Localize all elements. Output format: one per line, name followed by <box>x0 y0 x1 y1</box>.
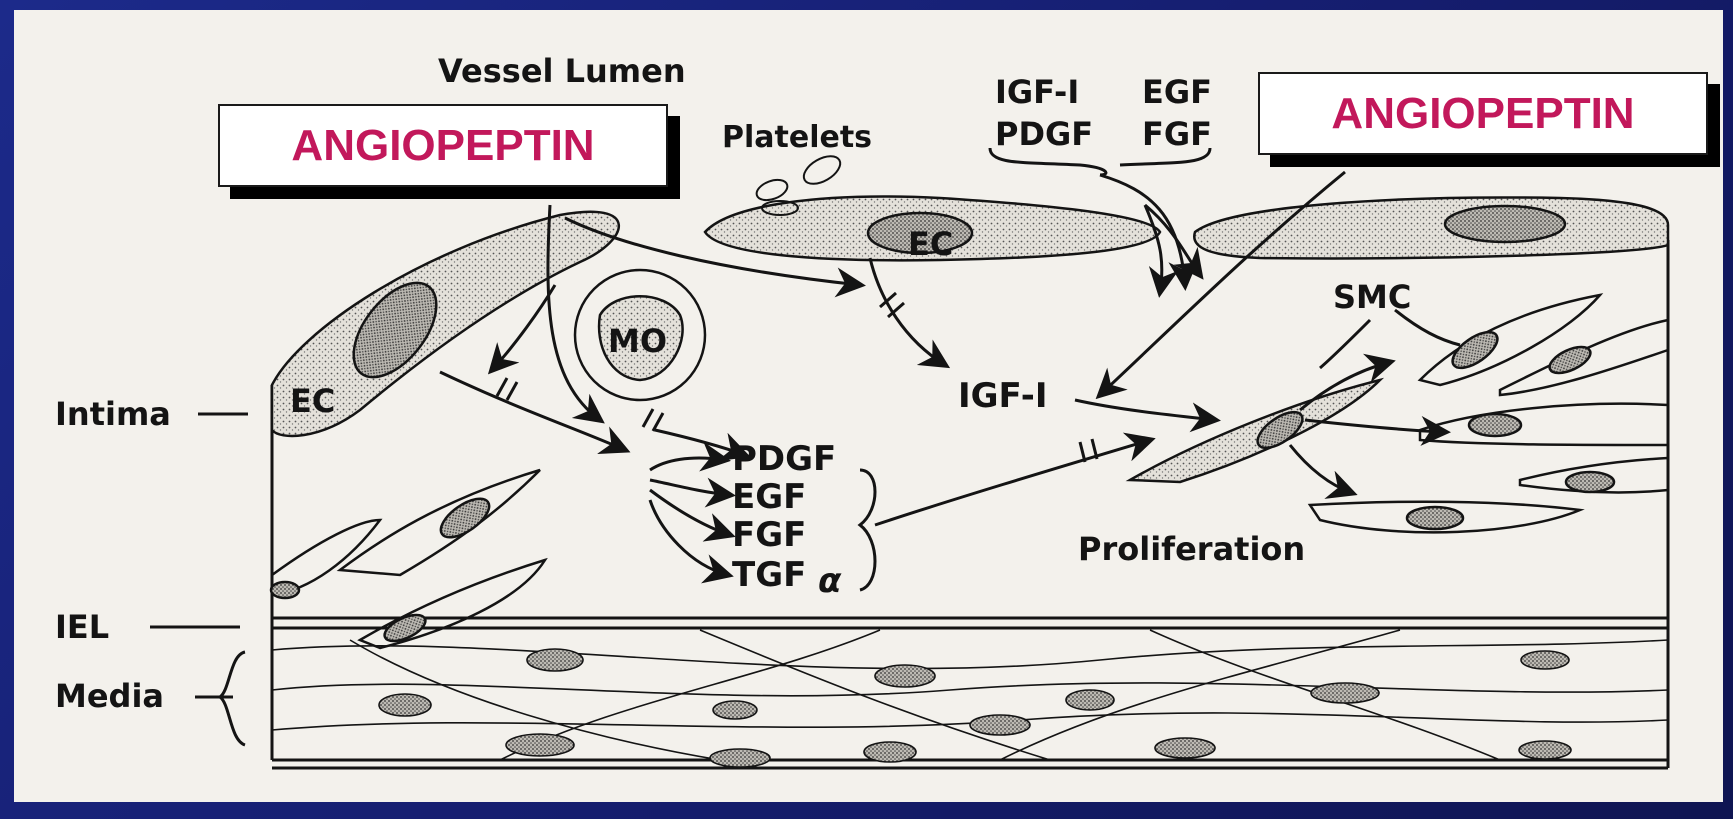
angiopeptin-callout-right: ANGIOPEPTIN <box>1258 72 1708 155</box>
angiopeptin-label-right: ANGIOPEPTIN <box>1331 89 1634 139</box>
smc-label: SMC <box>1333 278 1411 316</box>
pdgf-factor-label: PDGF <box>732 439 836 479</box>
egf-factor-label: EGF <box>732 477 806 517</box>
mo-label: MO <box>608 322 667 360</box>
intima-smc-left <box>271 470 545 648</box>
alpha-symbol: α <box>818 561 842 601</box>
vessel-lumen-label: Vessel Lumen <box>438 52 686 90</box>
tgf-factor-label: TGF <box>732 555 806 595</box>
egf-top-label: EGF <box>1142 73 1212 111</box>
angiopeptin-callout-left: ANGIOPEPTIN <box>218 104 668 187</box>
media-nuclei <box>379 649 1571 767</box>
iel-label: IEL <box>55 608 109 646</box>
angiopeptin-label-left: ANGIOPEPTIN <box>291 121 594 171</box>
media-label: Media <box>55 677 164 715</box>
platelets-label: Platelets <box>722 120 872 155</box>
ec-left-label: EC <box>290 382 335 420</box>
pdgf-top-label: PDGF <box>995 115 1093 153</box>
ec-top-label: EC <box>908 225 953 263</box>
igf1-mid-label: IGF-I <box>958 376 1048 416</box>
fgf-top-label: FGF <box>1142 115 1212 153</box>
proliferating-smc <box>1130 295 1668 532</box>
igf1-top-label: IGF-I <box>995 73 1079 111</box>
media-cells <box>272 630 1668 760</box>
fgf-factor-label: FGF <box>732 515 806 555</box>
intima-label: Intima <box>55 395 171 433</box>
proliferation-label: Proliferation <box>1078 530 1305 568</box>
